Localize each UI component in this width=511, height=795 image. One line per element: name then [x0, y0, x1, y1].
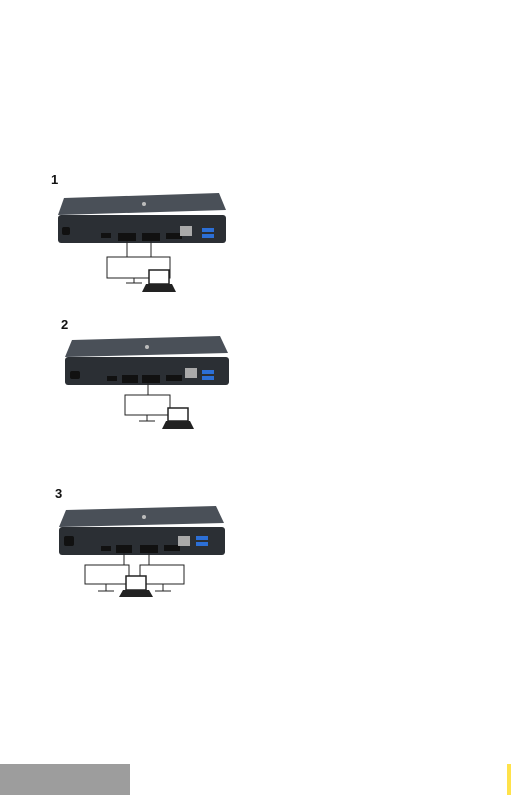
docking-station-icon	[59, 506, 225, 555]
docking-station-icon	[65, 336, 229, 385]
laptop-icon	[119, 576, 153, 597]
figure-3-diagram	[56, 503, 236, 603]
laptop-icon	[162, 408, 194, 429]
cable-icon	[125, 383, 170, 421]
figure-number-1: 1	[51, 172, 58, 187]
corner-accent	[507, 764, 511, 795]
docking-station-icon	[58, 193, 226, 243]
figure-2-diagram	[62, 333, 242, 433]
laptop-icon	[142, 270, 176, 292]
footer-bar	[0, 764, 130, 795]
figure-1-diagram	[54, 190, 234, 300]
figure-number-2: 2	[61, 317, 68, 332]
figure-number-3: 3	[55, 486, 62, 501]
